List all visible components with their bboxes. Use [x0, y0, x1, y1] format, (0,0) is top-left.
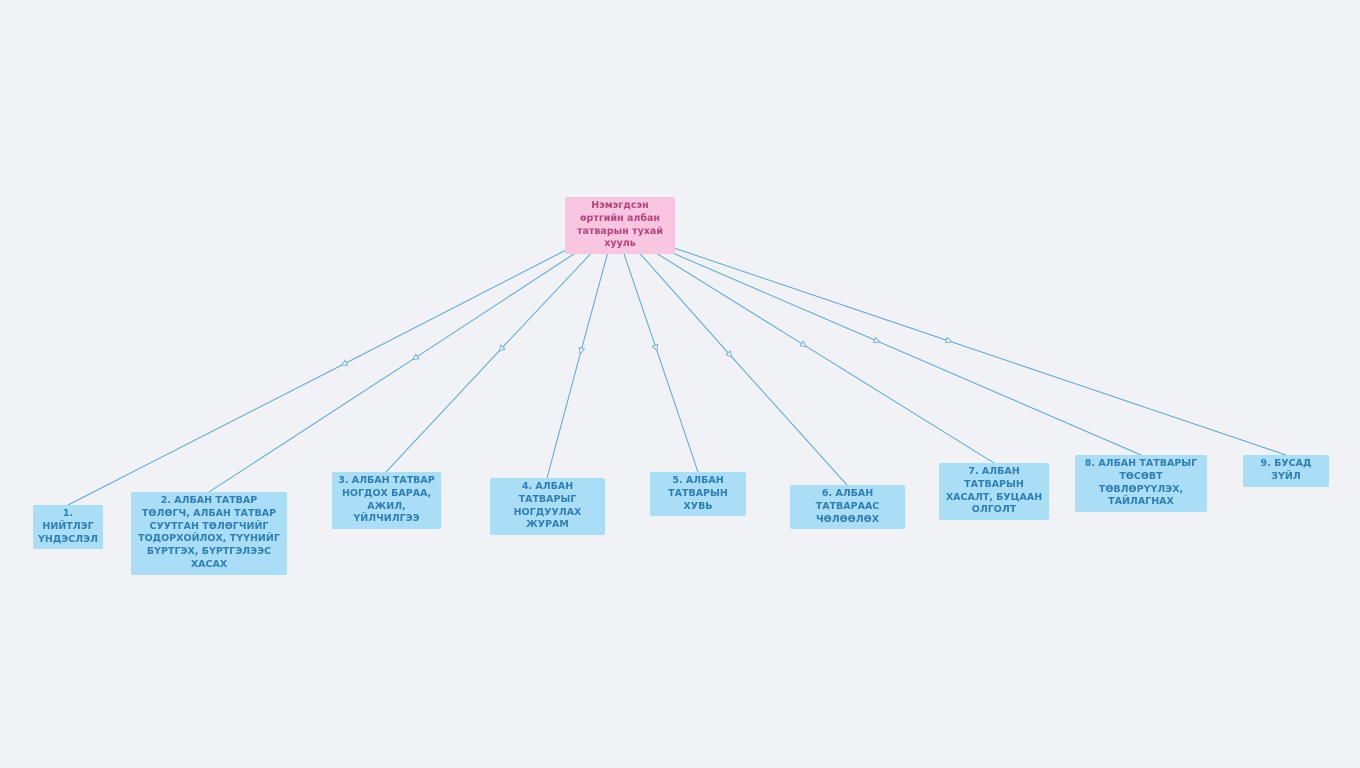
- edge-root-to-node-1: [67, 247, 571, 506]
- edge-root-to-node-4: [546, 247, 610, 479]
- edge-root-to-node-5: [621, 247, 699, 473]
- edge-root-to-node-3: [385, 247, 597, 473]
- node-8-budget-reporting[interactable]: 8. АЛБАН ТАТВАРЫГ ТӨСӨВТ ТӨВЛӨРҮҮЛЭХ, ТА…: [1075, 455, 1207, 513]
- node-7-deduction-refund[interactable]: 7. АЛБАН ТАТВАРЫН ХАСАЛТ, БУЦААН ОЛГОЛТ: [939, 463, 1049, 521]
- edge-root-to-node-8: [660, 247, 1142, 456]
- edge-root-to-node-7: [647, 247, 995, 464]
- node-9-miscellaneous[interactable]: 9. БУСАД ЗҮЙЛ: [1243, 455, 1329, 487]
- node-2-taxpayer-registration[interactable]: 2. АЛБАН ТАТВАР ТӨЛӨГЧ, АЛБАН ТАТВАР СУУ…: [131, 492, 287, 575]
- root-node[interactable]: Нэмэгдсэн өртгийн албан татварын тухай х…: [565, 197, 675, 255]
- edge-root-to-node-2: [208, 247, 584, 493]
- edge-root-to-node-6: [634, 247, 848, 486]
- edge-root-to-node-9: [673, 247, 1287, 456]
- node-4-tax-imposition-procedure[interactable]: 4. АЛБАН ТАТВАРЫГ НОГДУУЛАХ ЖУРАМ: [490, 478, 605, 536]
- node-6-tax-exemption[interactable]: 6. АЛБАН ТАТВАРААС ЧӨЛӨӨЛӨХ: [790, 485, 905, 530]
- node-1-general-basis[interactable]: 1. НИЙТЛЭГ ҮНДЭСЛЭЛ: [33, 505, 103, 550]
- node-5-tax-rate[interactable]: 5. АЛБАН ТАТВАРЫН ХУВЬ: [650, 472, 746, 517]
- node-3-taxable-goods-services[interactable]: 3. АЛБАН ТАТВАР НОГДОХ БАРАА, АЖИЛ, ҮЙЛЧ…: [332, 472, 441, 530]
